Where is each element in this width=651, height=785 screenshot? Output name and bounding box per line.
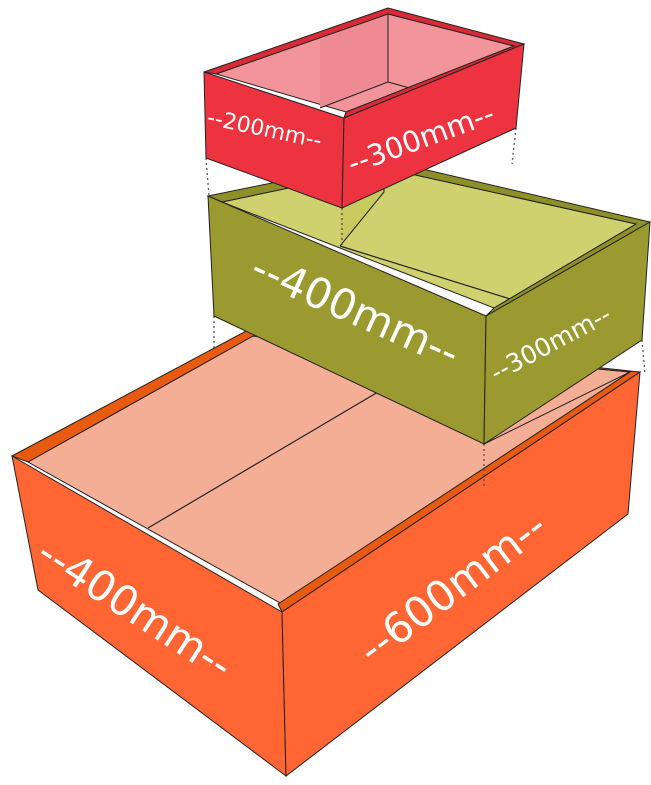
guide-line: [511, 127, 517, 165]
medium-box-inner-divider: [339, 245, 521, 303]
medium-box: --400mm-- --300mm--: [206, 159, 651, 445]
medium-box-inner-corner: [339, 191, 385, 247]
large-box-inner-divider: [147, 391, 379, 529]
small-box-rim: [203, 7, 526, 119]
small-box: --200mm-- --300mm--: [203, 7, 526, 209]
large-box-side-face: [281, 371, 641, 777]
small-to-medium-guides: [205, 127, 517, 246]
medium-to-large-guides: [213, 316, 646, 486]
medium-box-rim: [206, 159, 651, 317]
medium-box-side-face: [483, 221, 651, 445]
small-box-inner-floor-edge: [319, 81, 389, 109]
guide-line: [205, 157, 210, 197]
large-box-inner-corner: [483, 371, 631, 445]
guide-line: [641, 339, 646, 375]
small-box-inner-side-wall: [320, 14, 388, 108]
small-box-side-face: [341, 43, 525, 209]
